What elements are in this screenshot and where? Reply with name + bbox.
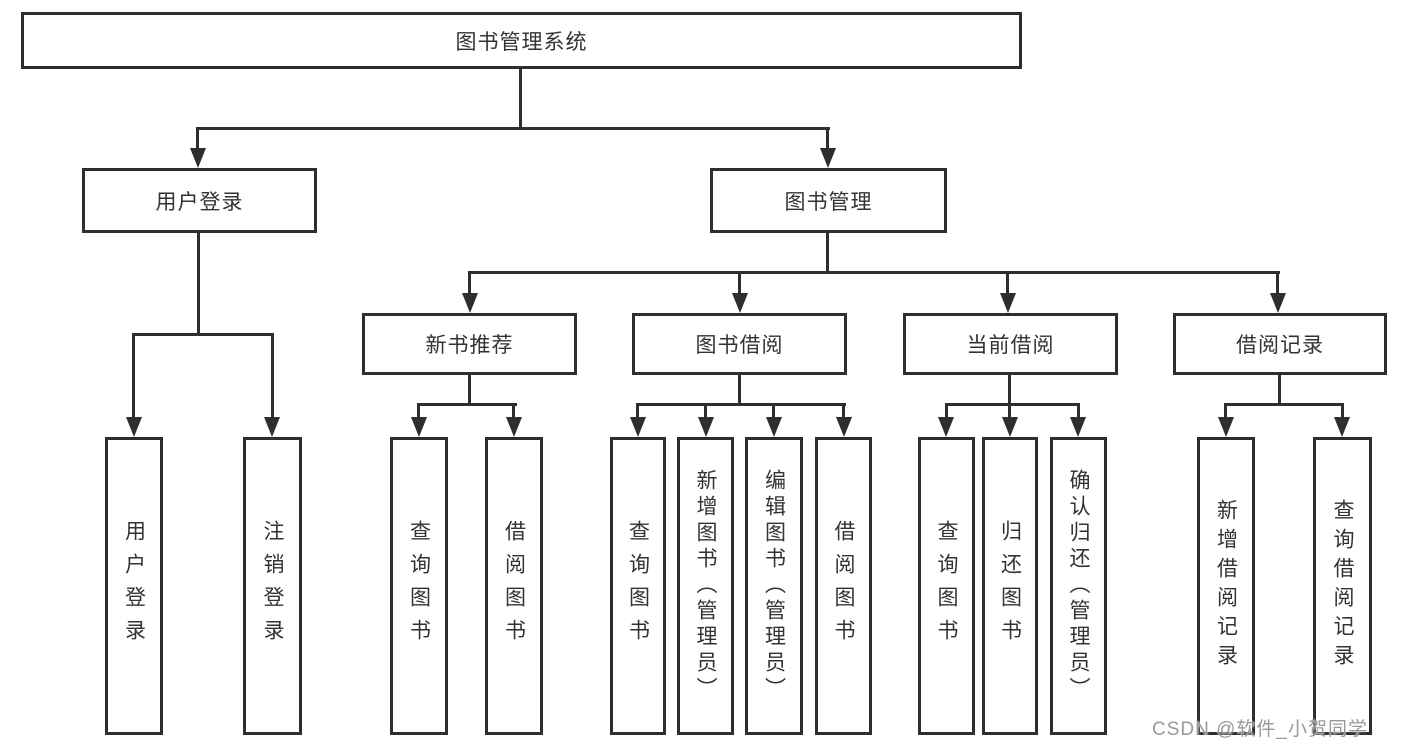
connector-line — [826, 127, 829, 150]
leaf-add-books-admin: 新增图书（管理员） — [677, 437, 734, 735]
arrow-down-icon — [1070, 417, 1086, 437]
connector-line — [636, 403, 639, 420]
node-current-borrow: 当前借阅 — [903, 313, 1118, 375]
connector-line — [196, 127, 199, 150]
arrow-down-icon — [1334, 417, 1350, 437]
arrow-down-icon — [630, 417, 646, 437]
connector-line — [945, 403, 1080, 406]
connector-line — [519, 69, 522, 129]
connector-line — [132, 333, 135, 420]
connector-line — [1225, 403, 1343, 406]
connector-line — [1224, 403, 1227, 420]
connector-line — [704, 403, 707, 420]
arrow-down-icon — [1002, 417, 1018, 437]
connector-line — [197, 233, 200, 336]
node-book-borrow: 图书借阅 — [632, 313, 847, 375]
arrow-down-icon — [126, 417, 142, 437]
connector-line — [945, 403, 948, 420]
leaf-query-books-recommend: 查询图书 — [390, 437, 448, 735]
arrow-down-icon — [190, 148, 206, 168]
connector-line — [132, 333, 274, 336]
node-new-book-recommend: 新书推荐 — [362, 313, 577, 375]
arrow-down-icon — [264, 417, 280, 437]
connector-line — [738, 271, 741, 295]
connector-line — [772, 403, 775, 420]
arrow-down-icon — [411, 417, 427, 437]
arrow-down-icon — [506, 417, 522, 437]
node-root-system: 图书管理系统 — [21, 12, 1022, 69]
leaf-confirm-return-admin: 确认归还（管理员） — [1050, 437, 1107, 735]
node-user-login: 用户登录 — [82, 168, 317, 233]
connector-line — [196, 127, 830, 130]
arrow-down-icon — [462, 293, 478, 313]
connector-line — [826, 233, 829, 274]
leaf-query-books-borrow: 查询图书 — [610, 437, 666, 735]
connector-line — [1008, 403, 1011, 420]
connector-line — [417, 403, 420, 420]
connector-line — [637, 403, 846, 406]
arrow-down-icon — [698, 417, 714, 437]
leaf-logout: 注销登录 — [243, 437, 302, 735]
connector-line — [842, 403, 845, 420]
arrow-down-icon — [836, 417, 852, 437]
arrow-down-icon — [938, 417, 954, 437]
leaf-query-borrow-record: 查询借阅记录 — [1313, 437, 1372, 735]
arrow-down-icon — [1000, 293, 1016, 313]
leaf-borrow-books: 借阅图书 — [815, 437, 872, 735]
connector-line — [512, 403, 515, 420]
leaf-borrow-books-recommend: 借阅图书 — [485, 437, 543, 735]
arrow-down-icon — [1270, 293, 1286, 313]
connector-line — [1077, 403, 1080, 420]
arrow-down-icon — [766, 417, 782, 437]
connector-line — [738, 375, 741, 406]
arrow-down-icon — [732, 293, 748, 313]
leaf-user-login: 用户登录 — [105, 437, 163, 735]
leaf-return-books: 归还图书 — [982, 437, 1038, 735]
leaf-query-books-current: 查询图书 — [918, 437, 975, 735]
arrow-down-icon — [820, 148, 836, 168]
node-borrow-record: 借阅记录 — [1173, 313, 1387, 375]
connector-line — [468, 375, 471, 406]
leaf-edit-books-admin: 编辑图书（管理员） — [745, 437, 803, 735]
connector-line — [469, 271, 1280, 274]
connector-line — [271, 333, 274, 420]
node-book-management: 图书管理 — [710, 168, 947, 233]
csdn-watermark: CSDN @软件_小贺同学 — [1152, 719, 1368, 740]
connector-line — [468, 271, 471, 295]
connector-line — [1008, 375, 1011, 406]
connector-line — [1006, 271, 1009, 295]
arrow-down-icon — [1218, 417, 1234, 437]
connector-line — [1278, 375, 1281, 406]
connector-line — [418, 403, 517, 406]
connector-line — [1276, 271, 1279, 295]
connector-line — [1341, 403, 1344, 420]
leaf-add-borrow-record: 新增借阅记录 — [1197, 437, 1255, 735]
